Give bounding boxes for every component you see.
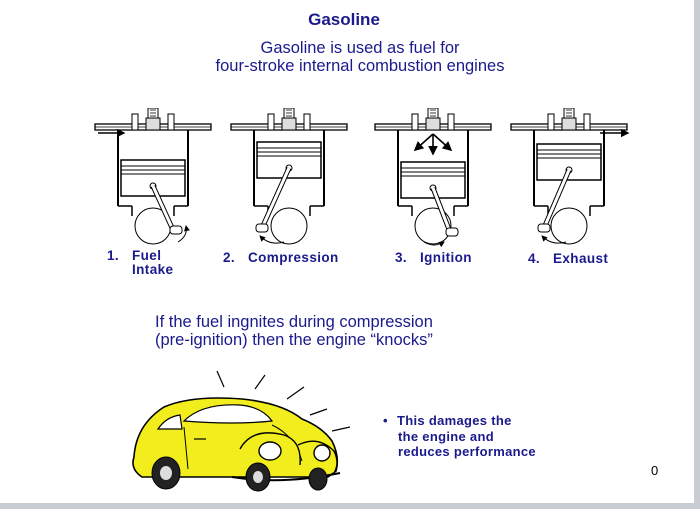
subtitle-line-2: four-stroke internal combustion engines <box>215 57 505 75</box>
bullet-point: • This damages the the engine and reduce… <box>383 413 536 460</box>
subtitle-line-1: Gasoline is used as fuel for <box>260 39 460 57</box>
car-illustration <box>132 370 351 492</box>
stroke-label-compression: 2.Compression <box>223 250 339 265</box>
stroke-label-ignition: 3.Ignition <box>395 250 472 265</box>
slide-title: Gasoline <box>308 10 380 29</box>
knock-explanation: If the fuel ingnites during compression … <box>155 313 433 349</box>
page-number: 0 <box>651 463 659 478</box>
bullet-line-1: This damages the <box>397 413 512 428</box>
stroke-label-exhaust: 4.Exhaust <box>528 251 609 266</box>
bullet-line-3: reduces performance <box>398 444 536 459</box>
stroke-label-intake: 1.Fuel Intake <box>107 248 174 277</box>
engine-cylinder-icon <box>374 108 492 248</box>
four-stroke-diagram <box>94 108 630 248</box>
knock-line-2: (pre-ignition) then the engine “knocks” <box>155 331 433 349</box>
engine-cylinder-icon <box>230 108 348 245</box>
engine-cylinder-icon <box>94 108 212 245</box>
engine-cylinder-icon <box>510 108 630 245</box>
slide-edge-bottom <box>0 503 700 509</box>
bullet-line-2: the engine and <box>398 428 494 444</box>
slide-subtitle: Gasoline is used as fuel for four-stroke… <box>0 39 700 75</box>
spark-plug-icon <box>413 133 453 156</box>
bullet-marker: • <box>383 413 388 428</box>
slide-edge-right <box>694 0 700 509</box>
knock-line-1: If the fuel ingnites during compression <box>155 313 433 331</box>
